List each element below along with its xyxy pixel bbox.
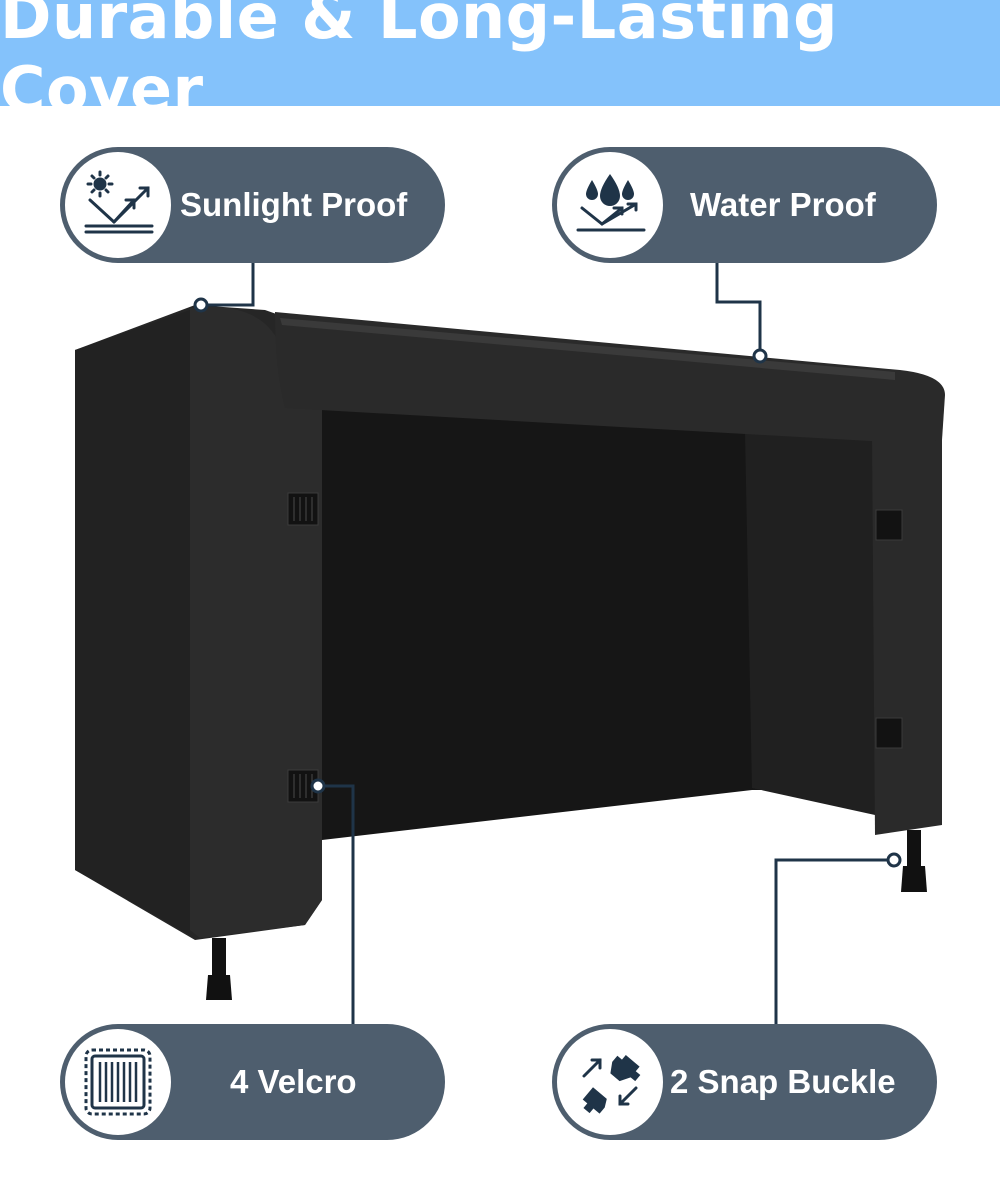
feature-sunlight-proof: Sunlight Proof <box>60 147 445 263</box>
sun-reflect-icon <box>62 149 174 261</box>
feature-velcro: 4 Velcro <box>60 1024 445 1140</box>
velcro-patch-icon <box>62 1026 174 1138</box>
feature-water-proof: Water Proof <box>552 147 937 263</box>
water-proof-label: Water Proof <box>690 186 876 223</box>
snap-buckle-icon <box>554 1026 666 1138</box>
feature-snap-buckle: 2 Snap Buckle <box>552 1024 937 1140</box>
page-title: Durable & Long-Lasting Cover <box>0 0 838 126</box>
velcro-label: 4 Velcro <box>230 1063 357 1100</box>
title-banner: Durable & Long-Lasting Cover <box>0 0 1000 126</box>
sunlight-proof-label: Sunlight Proof <box>180 186 408 223</box>
snap-buckle-label: 2 Snap Buckle <box>670 1063 896 1100</box>
water-drops-icon <box>554 149 666 261</box>
